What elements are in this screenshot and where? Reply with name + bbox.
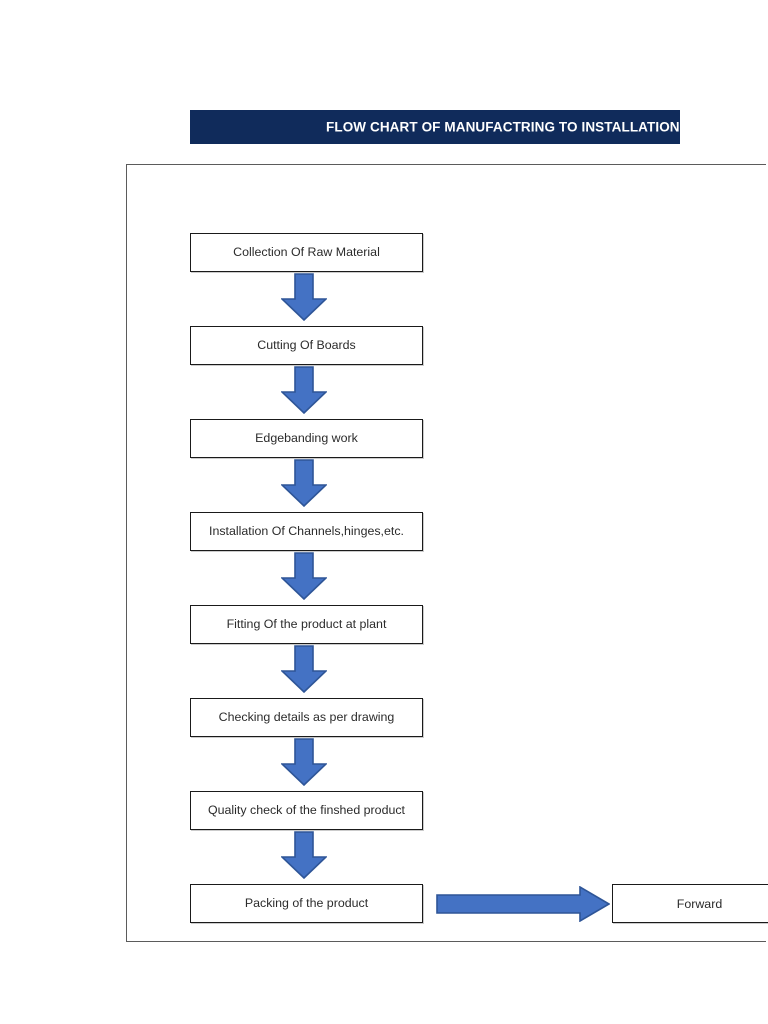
arrow-down-icon	[281, 552, 327, 600]
process-box-installation-of-channels[interactable]: Installation Of Channels,hinges,etc.	[190, 512, 423, 551]
arrow-down-icon	[281, 459, 327, 507]
process-box-label: Installation Of Channels,hinges,etc.	[209, 524, 404, 539]
chart-title-banner: FLOW CHART OF MANUFACTRING TO INSTALLATI…	[190, 110, 680, 144]
arrow-down-icon	[281, 273, 327, 321]
chart-frame	[126, 164, 766, 942]
arrow-down-icon	[281, 366, 327, 414]
process-box-label: Checking details as per drawing	[218, 710, 395, 725]
process-box-checking-details-as-per-drawing[interactable]: Checking details as per drawing	[190, 698, 423, 737]
process-box-edgebanding-work[interactable]: Edgebanding work	[190, 419, 423, 458]
arrow-down-icon	[281, 738, 327, 786]
arrow-down-icon	[281, 831, 327, 879]
process-box-fitting-of-the-product-at-plant[interactable]: Fitting Of the product at plant	[190, 605, 423, 644]
process-box-label: Edgebanding work	[255, 431, 358, 446]
process-box-cutting-of-boards[interactable]: Cutting Of Boards	[190, 326, 423, 365]
process-box-label: Quality check of the finshed product	[208, 803, 405, 818]
process-box-label: Fitting Of the product at plant	[226, 617, 387, 632]
process-box-packing-of-the-product[interactable]: Packing of the product	[190, 884, 423, 923]
process-box-label: Collection Of Raw Material	[233, 245, 380, 260]
process-box-collection-of-raw-material[interactable]: Collection Of Raw Material	[190, 233, 423, 272]
arrow-down-icon	[281, 645, 327, 693]
process-box-label: Cutting Of Boards	[257, 338, 356, 353]
arrow-right-icon	[436, 886, 610, 922]
process-box-label: Packing of the product	[244, 896, 369, 911]
page-title: FLOW CHART OF MANUFACTRING TO INSTALLATI…	[326, 119, 680, 135]
process-box-quality-check-of-the-finished-product[interactable]: Quality check of the finshed product	[190, 791, 423, 830]
process-box-forward[interactable]: Forward	[612, 884, 768, 923]
process-box-label: Forward	[676, 896, 723, 911]
